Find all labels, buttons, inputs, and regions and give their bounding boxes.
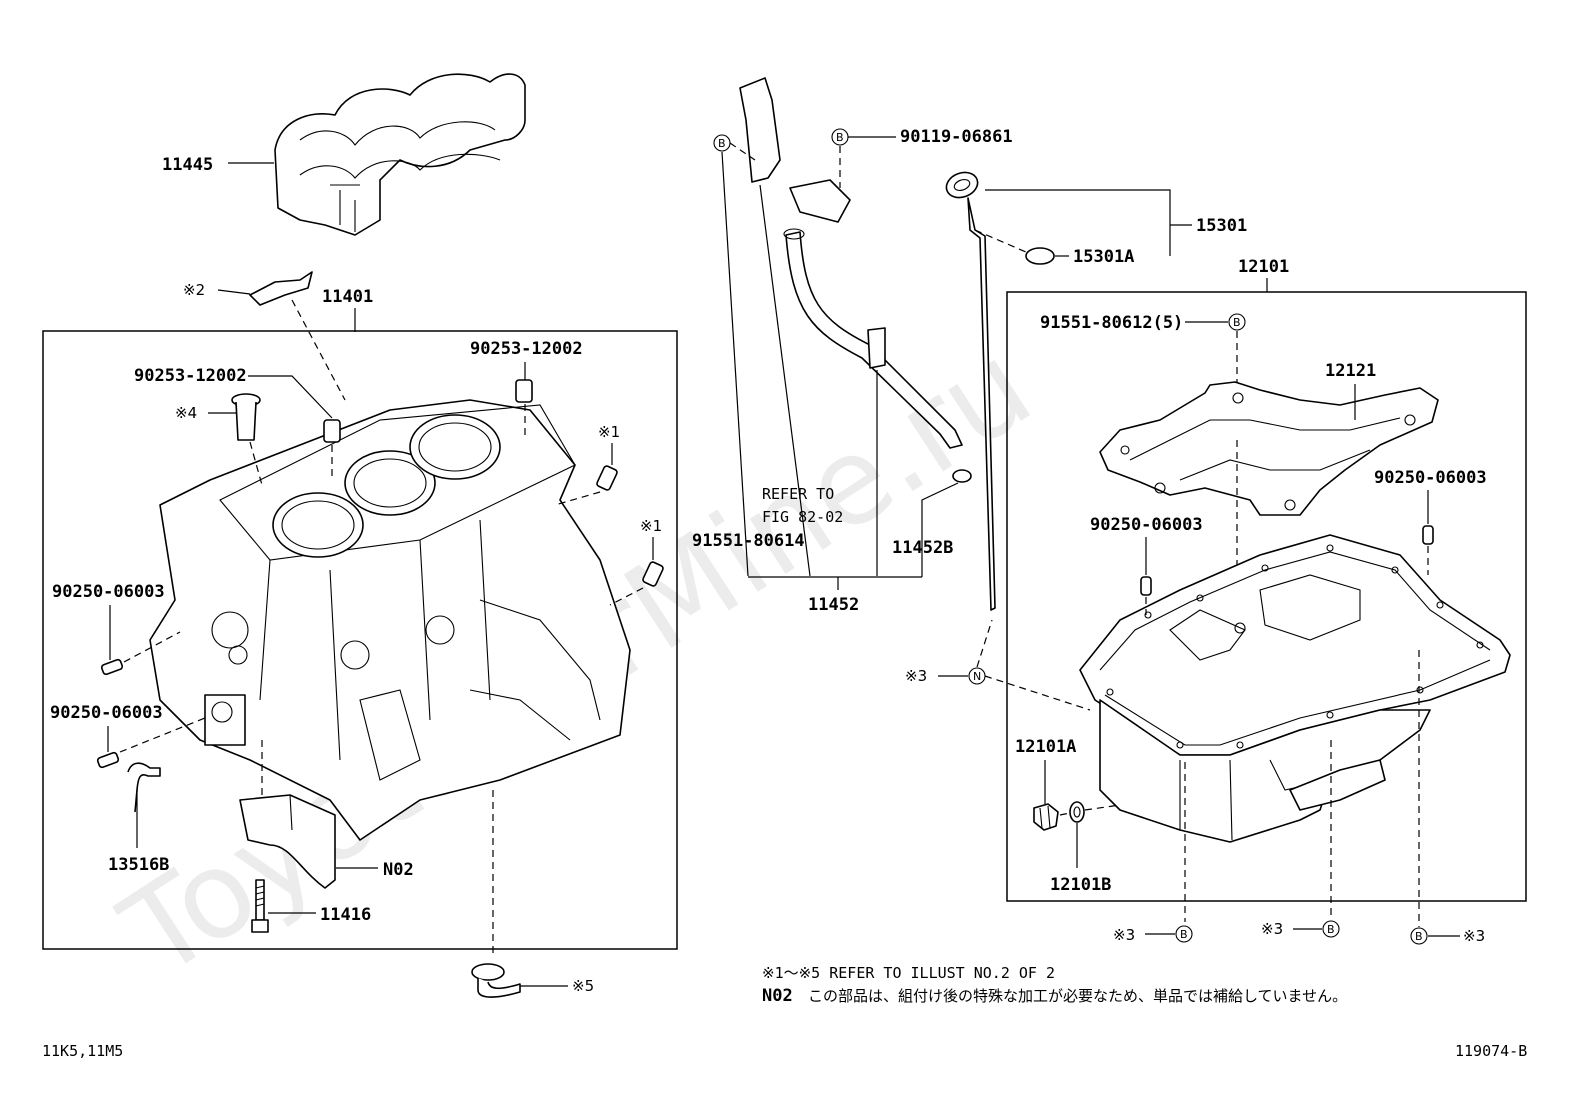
part-label-90250-06003-b[interactable]: 90250-06003 [50,703,163,723]
frame-12101 [1006,291,1527,902]
pin-90250-d [1140,576,1152,596]
part-label-90250-06003-d[interactable]: 90250-06003 [1090,515,1203,535]
leader-91551-80614 [721,151,749,577]
frame-11401 [42,330,678,950]
dash-x1-lower [609,587,644,606]
part-label-11445[interactable]: 11445 [162,155,213,175]
oil-pan-drawing [1079,534,1511,843]
note-N02-text: この部品は、組付け後の特殊な加工が必要なため、単品では補給していません。 [808,987,1347,1005]
part-label-11452[interactable]: 11452 [808,595,859,615]
marker-x1-upper[interactable]: ※1 [598,423,620,441]
part-label-90250-06003-a[interactable]: 90250-06003 [52,582,165,602]
dash-guide-B [729,142,756,161]
part-label-N02[interactable]: N02 [383,860,414,880]
part-label-91551-80614[interactable]: 91551-80614 [692,531,805,551]
sleeve-x4-drawing [231,393,261,441]
circle-B-91551-text: B [1233,316,1241,329]
part-label-90119-06861[interactable]: 90119-06861 [900,127,1013,147]
dash-12101B-pan [1084,804,1121,811]
oring-15301A [1025,247,1055,265]
dash-x4 [249,441,263,486]
leader-guide [759,184,811,577]
circle-N-text: N [973,670,981,683]
dash-90250-a [123,631,181,663]
marker-x1-lower[interactable]: ※1 [640,517,662,535]
part-label-11416[interactable]: 11416 [320,905,371,925]
part-label-12101B[interactable]: 12101B [1050,875,1111,895]
leader-x2 [217,289,251,295]
cylinder-block-drawing [149,399,631,841]
circle-B-91551 [1228,313,1246,331]
circle-B-guide-text: B [718,137,726,150]
dowel-90253-left [323,419,341,443]
tube-13516B-drawing [127,762,161,813]
note-code-N02: N02 [762,986,793,1006]
oring-11452B [952,469,972,483]
part-label-15301A[interactable]: 15301A [1073,247,1134,267]
pin-90250-c [1422,525,1434,545]
leader-90253-left [248,375,333,419]
dash-12101A-B [1059,812,1071,816]
gasket-12101B-inner [1073,806,1081,818]
pipe-x5-drawing [471,963,521,998]
marker-x3-b1[interactable]: ※3 [1113,926,1135,944]
part-label-91551-80612[interactable]: 91551-80612(5) [1040,313,1183,333]
marker-x5[interactable]: ※5 [572,977,594,995]
dipstick-guide-drawing [739,77,963,449]
footer-illust-no: 119074-B [1455,1042,1527,1060]
circle-B-b3-text: B [1415,930,1423,943]
dash-N-up [976,619,993,668]
pin-x1-lower [642,561,664,587]
part-label-12101A[interactable]: 12101A [1015,737,1076,757]
marker-x3-N[interactable]: ※3 [905,667,927,685]
cover-11445-drawing [274,73,526,236]
leader-15301 [985,189,1192,256]
note-refer-illust: ※1～※5 REFER TO ILLUST NO.2 OF 2 [762,964,1055,982]
marker-x3-b3[interactable]: ※3 [1463,927,1485,945]
part-label-12121[interactable]: 12121 [1325,361,1376,381]
circle-B-b2 [1322,920,1340,938]
marker-x3-b2[interactable]: ※3 [1261,920,1283,938]
bracket-x2-drawing [249,271,313,306]
circle-B-90119-text: B [836,131,844,144]
drain-plug-12101A-drawing [1033,803,1059,831]
dowel-90253-right [515,379,533,403]
part-label-12101[interactable]: 12101 [1238,257,1289,277]
dash-x2 [291,299,346,401]
circle-B-b1 [1175,925,1193,943]
pin-90250-a [100,658,124,676]
circle-B-b2-text: B [1327,923,1335,936]
part-label-13516B[interactable]: 13516B [108,855,169,875]
bearing-cap-N02-drawing [239,794,336,889]
circle-B-b1-text: B [1180,928,1188,941]
marker-x4[interactable]: ※4 [175,404,197,422]
part-label-15301[interactable]: 15301 [1196,216,1247,236]
dash-N-right [984,675,1091,711]
refer-line-2[interactable]: FIG 82-02 [762,508,843,526]
part-label-90250-06003-c[interactable]: 90250-06003 [1374,468,1487,488]
footer-models: 11K5,11M5 [42,1042,123,1060]
part-label-90253-12002-left[interactable]: 90253-12002 [134,366,247,386]
dash-90250-b [119,717,206,753]
leader-11452B [921,482,959,577]
part-label-90253-12002-right[interactable]: 90253-12002 [470,339,583,359]
bolt-11416-drawing [251,879,269,933]
dash-15301A [974,229,1027,253]
gasket-12101B [1069,801,1085,823]
pin-x1-upper [596,465,618,491]
part-label-11452B[interactable]: 11452B [892,538,953,558]
part-label-11401[interactable]: 11401 [322,287,373,307]
pin-90250-b [96,751,120,769]
marker-x2[interactable]: ※2 [183,281,205,299]
circle-B-b3 [1410,927,1428,945]
dash-x1-upper [554,491,601,506]
baffle-12121-drawing [1099,381,1439,516]
refer-line-1[interactable]: REFER TO [762,485,834,503]
